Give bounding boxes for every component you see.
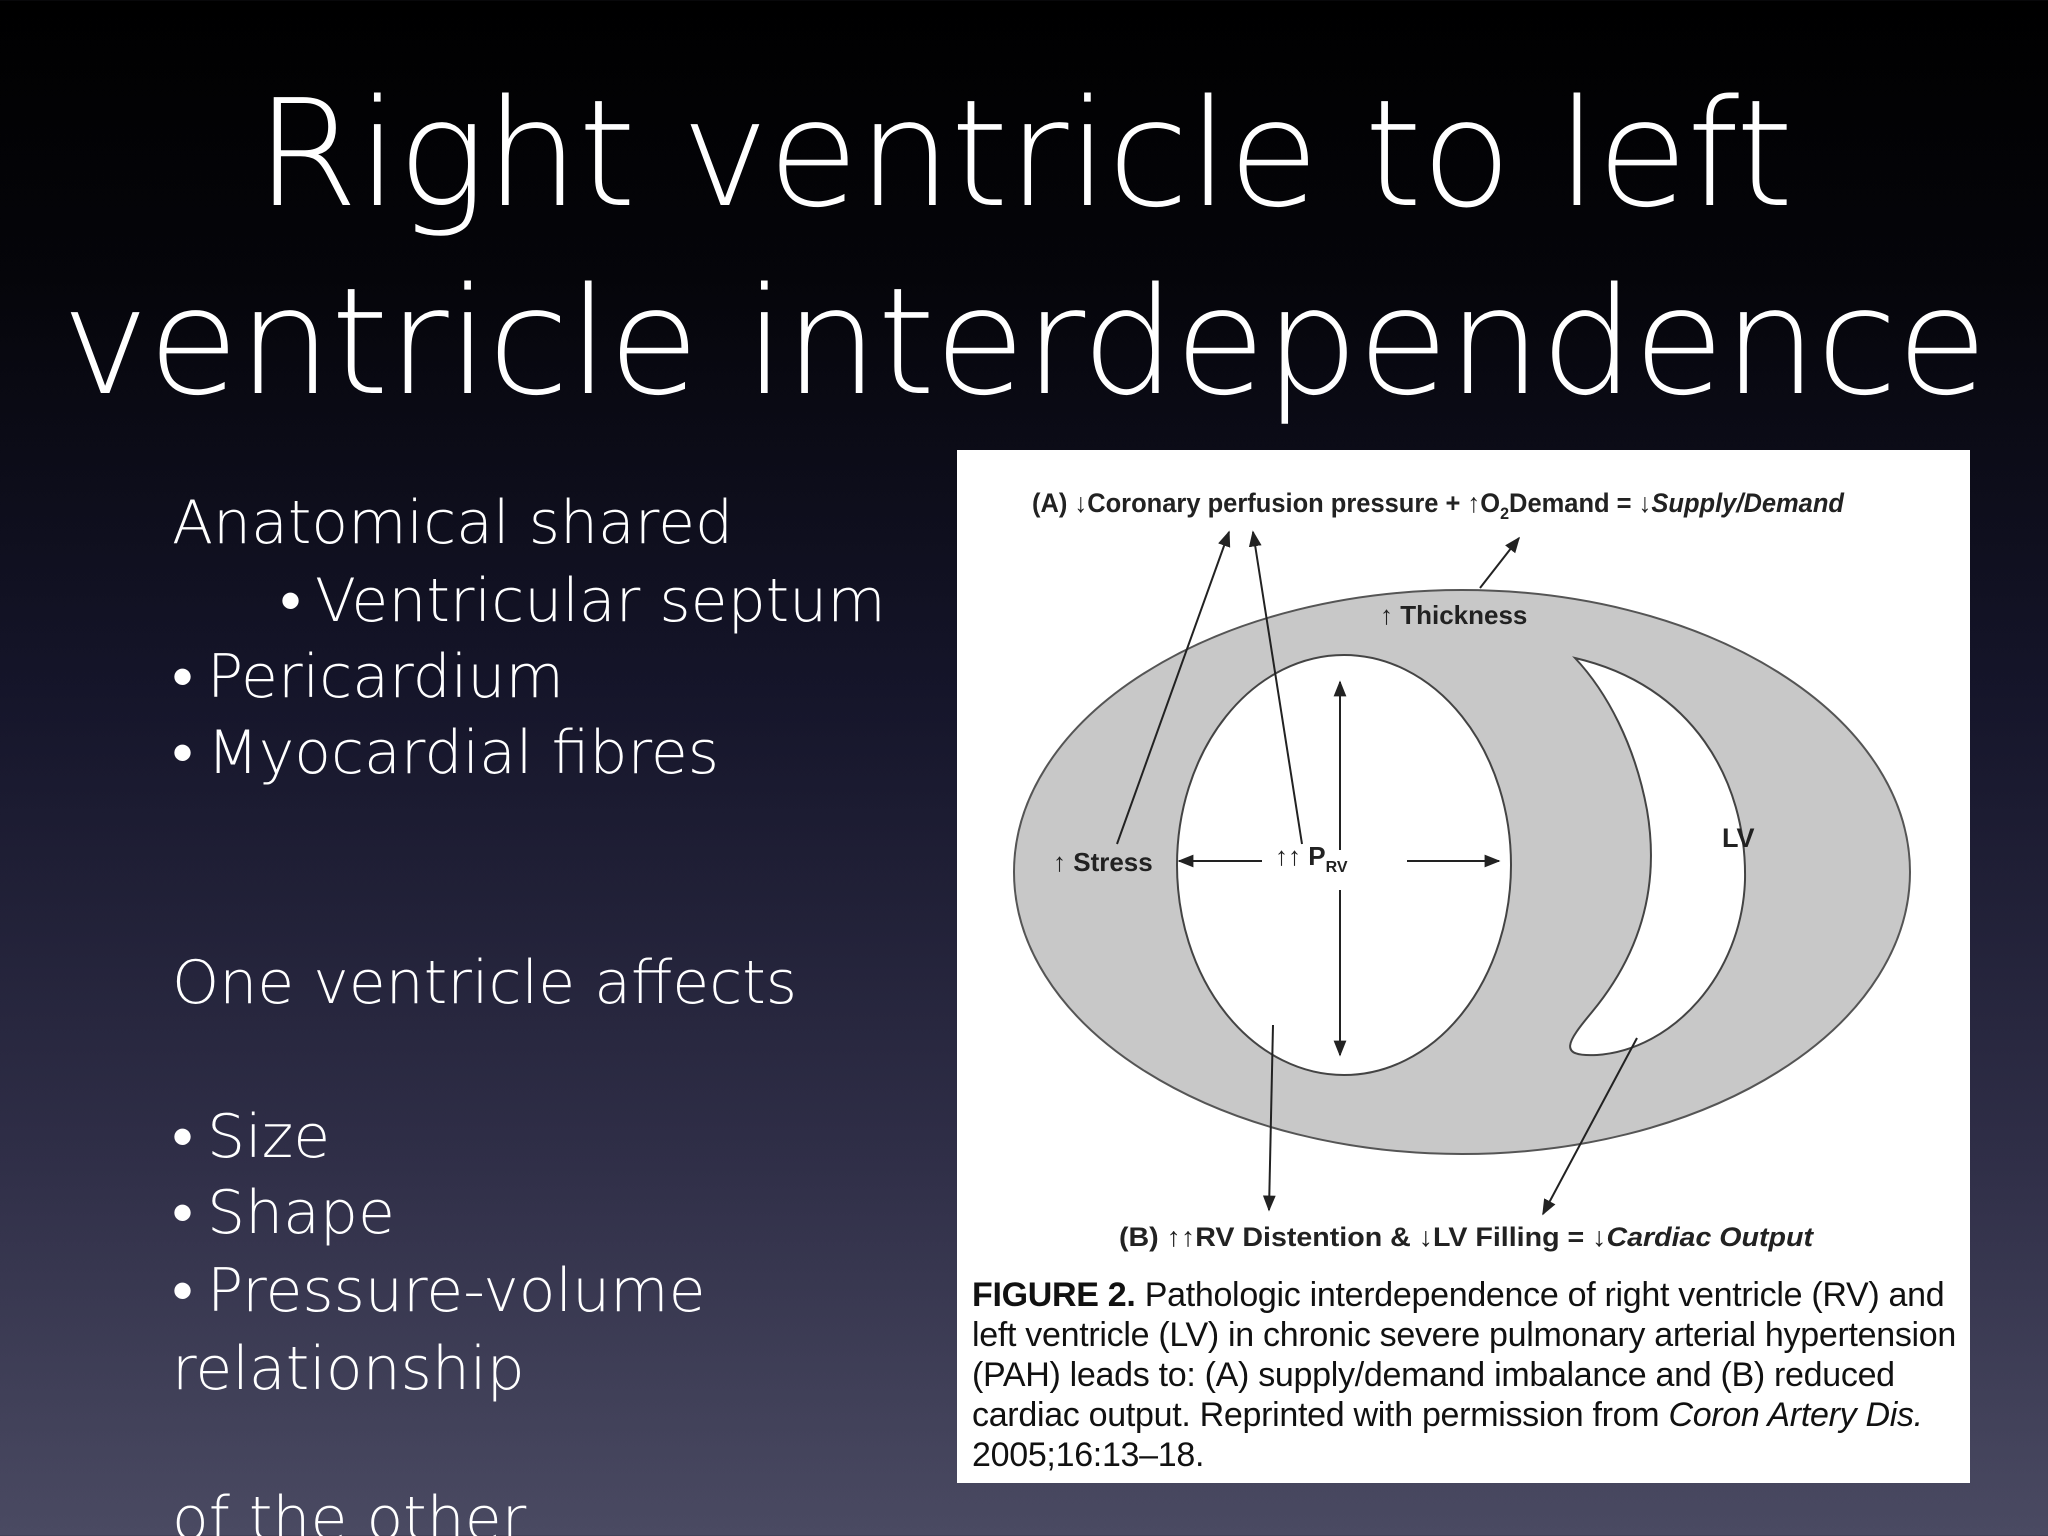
caption-citation: 2005;16:13–18.: [972, 1436, 1205, 1474]
arrow-stress-to-pressure: [1116, 530, 1231, 845]
label-b-cardiac-output: (B) ↑↑RV Distention & ↓LV Filling = ↓Car…: [1119, 1222, 1814, 1252]
label-prv: ↑↑ PRV: [1275, 841, 1348, 876]
label-stress: ↑ Stress: [1053, 847, 1153, 877]
caption-figure-label: FIGURE 2.: [972, 1276, 1136, 1314]
label-lv: LV: [1722, 823, 1755, 853]
caption-text: Pathologic interdependence of right vent…: [972, 1276, 1957, 1434]
caption-journal: Coron Artery Dis.: [1668, 1396, 1923, 1434]
title-line-2: ventricle interdependence: [61, 256, 1987, 428]
figure-panel: (A) ↓Coronary perfusion pressure + ↑O2De…: [957, 450, 1970, 1483]
bullet-size: Size: [172, 1102, 330, 1172]
title-line-1: Right ventricle to left: [255, 68, 1794, 240]
bullet-pericardium: Pericardium: [172, 642, 564, 712]
bullet-ventricular-septum: Ventricular septum: [280, 566, 886, 636]
bullet-pressure-volume-continued: relationship: [172, 1334, 525, 1404]
arrow-thickness-to-demand: [1479, 536, 1520, 589]
bullet-pressure-volume: Pressure-volume: [172, 1256, 706, 1326]
figure-caption: FIGURE 2. Pathologic interdependence of …: [972, 1275, 1957, 1475]
arrow-lv-filling: [1542, 1037, 1638, 1216]
arrow-rv-distention: [1262, 1024, 1276, 1212]
bullet-myocardial-fibres: Myocardial fibres: [172, 718, 719, 788]
label-a-supply-demand: (A) ↓Coronary perfusion pressure + ↑O2De…: [1032, 488, 1844, 523]
bullet-shape: Shape: [172, 1178, 395, 1248]
slide-title: Right ventricle to left ventricle interd…: [0, 60, 2048, 436]
label-thickness: ↑ Thickness: [1380, 600, 1527, 630]
footer-of-the-other: of the other: [172, 1484, 527, 1536]
ventricle-diagram: (A) ↓Coronary perfusion pressure + ↑O2De…: [1013, 488, 1911, 1252]
heading-one-ventricle-affects: One ventricle affects: [172, 948, 797, 1018]
lv-cavity: [1569, 656, 1747, 1057]
rv-cavity: [1176, 654, 1512, 1076]
arrow-prv-to-pressure: [1248, 530, 1303, 845]
heading-anatomical-shared: Anatomical shared: [172, 488, 734, 558]
